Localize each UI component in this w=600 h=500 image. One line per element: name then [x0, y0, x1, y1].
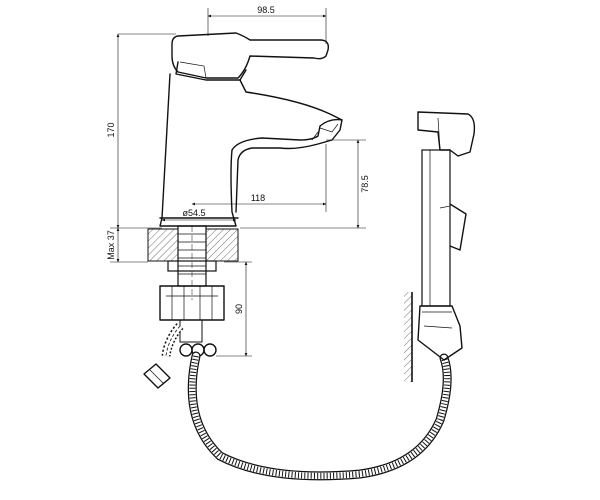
wall-hatch: [404, 292, 412, 382]
handle-cap: [175, 61, 247, 81]
shower-head: [417, 111, 476, 157]
bracket-detail: [423, 325, 453, 329]
label-base-diameter: ø54.5: [182, 208, 205, 218]
connector-right: [203, 343, 217, 357]
mounting-nut: [159, 285, 225, 321]
lock-washer: [167, 260, 217, 272]
dimension-labels: 98.5 170 Max 37 78.5 118 ø54.5 90: [106, 5, 370, 314]
counter-left-hatch: [147, 228, 179, 262]
shower-hose: [187, 351, 452, 481]
label-total-height: 170: [106, 122, 116, 137]
supply-hose-fitting: [143, 363, 171, 389]
connector-stem: [179, 319, 203, 343]
label-max-thickness: Max 37: [106, 230, 116, 260]
lever-handle: [171, 32, 330, 79]
nut-flutes: [171, 286, 213, 320]
aerator-tip: [311, 131, 319, 141]
label-handle-width: 98.5: [257, 5, 275, 15]
hand-shower: [404, 111, 476, 382]
hose-connectors: [143, 319, 217, 389]
label-spout-height: 78.5: [360, 175, 370, 193]
label-spout-reach: 118: [251, 193, 265, 203]
counter-right-hatch: [205, 228, 239, 262]
wall-bracket: [417, 305, 463, 361]
shower-handle: [421, 149, 451, 307]
label-connector-length: 90: [234, 304, 244, 314]
trigger-button: [449, 203, 467, 251]
connector-left: [179, 343, 193, 357]
body-outline: [159, 73, 343, 227]
fitting-detail: [149, 369, 165, 385]
trigger-detail: [439, 205, 451, 246]
dimension-lines: [110, 8, 366, 357]
head-edge: [437, 117, 441, 151]
spout-top: [239, 79, 343, 121]
aerator-detail: [319, 123, 339, 133]
faucet-body: [159, 32, 343, 227]
handle-inner-edge: [179, 61, 207, 79]
countertop-section: [147, 225, 239, 321]
